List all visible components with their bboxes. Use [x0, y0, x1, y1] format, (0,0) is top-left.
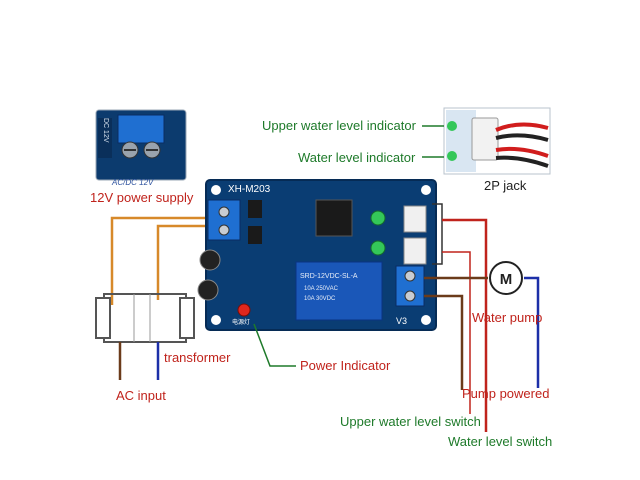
indicator-led-icon — [370, 210, 386, 226]
power-led-icon — [237, 303, 251, 317]
board-model: XH-M203 — [228, 184, 271, 195]
capacitor-1 — [199, 249, 221, 271]
motor-icon: M — [489, 261, 523, 295]
board-version: V3 — [396, 316, 407, 326]
inset-side-text: DC 12V — [102, 118, 109, 143]
switch-wires — [424, 218, 540, 432]
power-supply-label: 12V power supply — [90, 190, 194, 205]
motor-symbol: M — [500, 271, 513, 288]
power-indicator-label: Power Indicator — [300, 358, 391, 373]
jack-inset — [443, 107, 551, 175]
jack-label: 2P jack — [484, 178, 527, 193]
upper-switch-label: Upper water level switch — [340, 414, 481, 429]
relay-rating-2: 10A 30VDC — [304, 296, 336, 302]
inset-input-label: AC/DC 12V — [112, 178, 154, 187]
pump-powered-label: Pump powered — [462, 386, 550, 401]
ic-chip — [315, 199, 353, 237]
water-pump-label: Water pump — [472, 310, 543, 325]
power-indicator-leader — [253, 323, 296, 367]
transformer-icon — [95, 293, 195, 343]
jack-lower — [403, 237, 427, 265]
water-switch-label: Water level switch — [448, 434, 553, 449]
relay-label: SRD-12VDC-SL-A — [300, 273, 358, 280]
power-led-text: 电源灯 — [232, 318, 250, 326]
upper-indicator-label: Upper water level indicator — [262, 118, 416, 133]
relay-rating-1: 10A 250VAC — [304, 286, 339, 292]
leader-lines — [422, 125, 444, 158]
relay-board — [197, 179, 437, 331]
capacitor-2 — [197, 279, 219, 301]
power-terminal-inset — [95, 109, 187, 181]
jack-upper — [403, 205, 427, 233]
transformer-label: transformer — [164, 350, 231, 365]
water-indicator-label: Water level indicator — [298, 150, 416, 165]
inset-led-upper-icon — [447, 121, 457, 131]
indicator-led-lower-icon — [370, 240, 386, 256]
inset-led-lower-icon — [447, 151, 457, 161]
ac-input-label: AC input — [116, 388, 166, 403]
power-supply-wires — [110, 216, 212, 305]
relay — [295, 261, 383, 321]
jack-bracket — [432, 203, 443, 265]
